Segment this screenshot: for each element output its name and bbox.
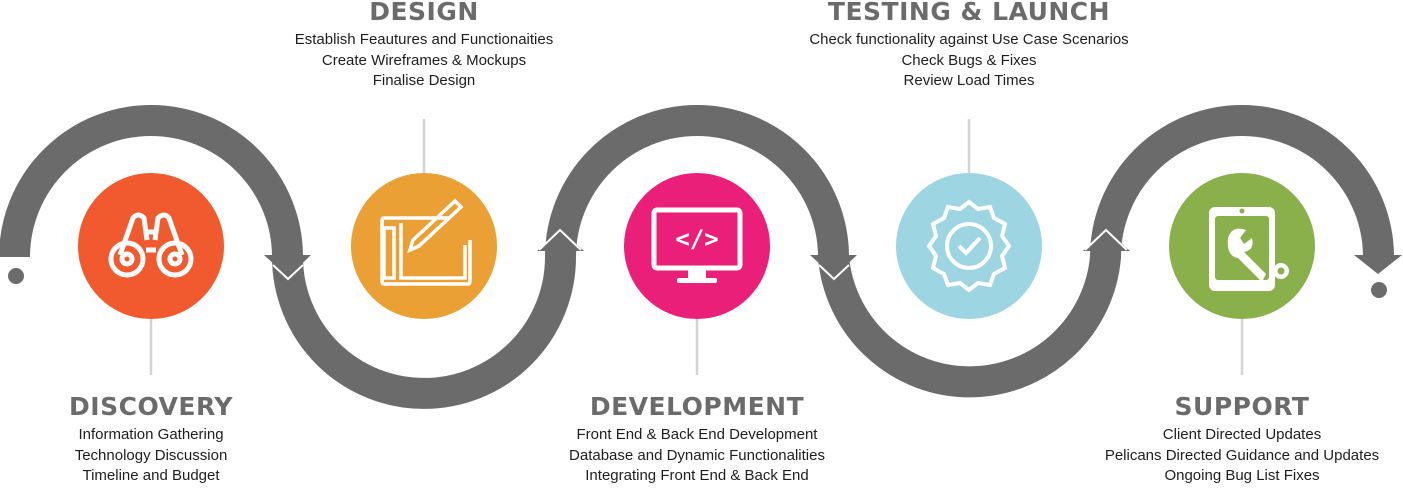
stage-item: Create Wireframes & Mockups	[321, 51, 527, 69]
stage-item: Integrating Front End & Back End	[585, 467, 809, 484]
code-monitor-icon: </>	[651, 207, 743, 283]
stage-design: DESIGN Establish Feautures and Functiona…	[214, 0, 634, 92]
binoculars-icon	[108, 212, 194, 278]
stage-circle-design	[351, 173, 497, 319]
stage-testing-launch: TESTING & LAUNCH Check functionality aga…	[759, 0, 1179, 92]
stage-item: Client Directed Updates	[1162, 426, 1322, 443]
stage-item: Review Load Times	[903, 72, 1035, 89]
flow-arc	[0, 105, 1394, 409]
stage-discovery: DISCOVERY Information Gathering Technolo…	[0, 392, 361, 487]
approval-badge-check-icon	[926, 199, 1012, 293]
svg-text:</>: </>	[675, 225, 718, 253]
stage-item: Finalise Design	[372, 72, 476, 89]
stage-title: DISCOVERY	[69, 392, 233, 421]
stage-title: DEVELOPMENT	[589, 392, 805, 421]
stage-title: DESIGN	[369, 0, 479, 26]
stage-item: Front End & Back End Development	[576, 426, 818, 443]
stage-item: Technology Discussion	[74, 446, 228, 464]
stage-title: SUPPORT	[1174, 392, 1310, 421]
drawing-tablet-pen-icon	[380, 198, 472, 286]
start-dot	[8, 268, 24, 284]
stage-circle-testing	[896, 173, 1042, 319]
stage-item: Ongoing Bug List Fixes	[1164, 467, 1320, 484]
stage-item: Database and Dynamic Functionalities	[569, 446, 825, 464]
stage-item: Timeline and Budget	[82, 467, 220, 484]
stage-support: SUPPORT Client Directed Updates Pelicans…	[1032, 392, 1403, 487]
stage-item: Check Bugs & Fixes	[901, 51, 1037, 69]
stage-item: Information Gathering	[78, 426, 224, 443]
chevron-up-icon	[537, 228, 584, 251]
tablet-wrench-icon	[1209, 207, 1289, 291]
end-dot	[1371, 282, 1387, 298]
end-arrowhead	[1354, 255, 1402, 274]
chevron-down-icon	[264, 255, 311, 281]
stage-item: Pelicans Directed Guidance and Updates	[1104, 446, 1380, 464]
stage-title: TESTING & LAUNCH	[827, 0, 1111, 26]
stage-item: Establish Feautures and Functionaities	[294, 31, 554, 48]
chevron-down-icon	[810, 255, 857, 281]
chevron-up-icon	[1083, 228, 1130, 251]
stage-development: DEVELOPMENT Front End & Back End Develop…	[487, 392, 907, 487]
stage-item: Check functionality against Use Case Sce…	[809, 31, 1129, 48]
stage-circle-discovery	[78, 173, 224, 319]
